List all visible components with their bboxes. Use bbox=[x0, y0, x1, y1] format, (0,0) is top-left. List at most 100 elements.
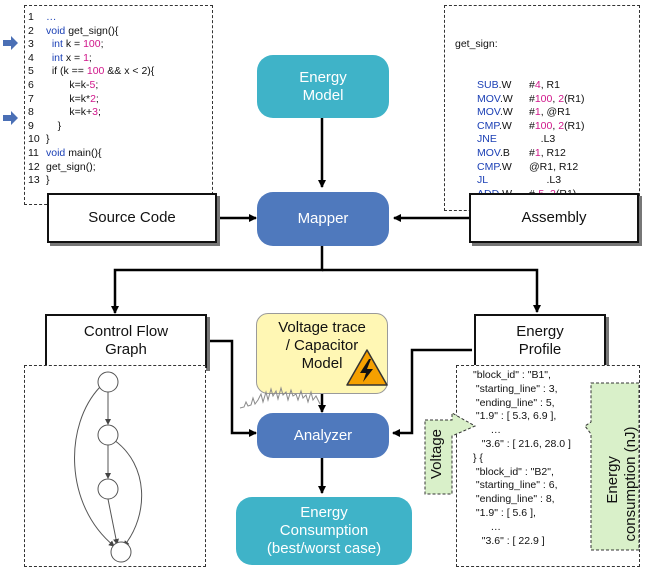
cfg-node bbox=[97, 371, 119, 393]
line-number: 13 bbox=[28, 174, 40, 187]
source-code-box: Source Code bbox=[47, 193, 217, 243]
code-line: 10} bbox=[28, 133, 212, 147]
line-number: 12 bbox=[28, 160, 40, 173]
assembly-operand: # bbox=[529, 78, 535, 91]
assembly-size: .W bbox=[498, 119, 512, 132]
energy-model-label: Energy Model bbox=[299, 68, 347, 104]
cfg-node bbox=[97, 424, 119, 446]
mapper-label: Mapper bbox=[297, 210, 349, 227]
profile-json-line: } { bbox=[473, 451, 483, 464]
energy-consumption-label: Energy Consumption (best/worst case) bbox=[266, 504, 382, 557]
code-token: } bbox=[46, 174, 50, 187]
energy-callout-label: Energy consumption (nJ) bbox=[604, 426, 639, 542]
code-token: int bbox=[46, 51, 66, 64]
code-token: ; bbox=[88, 51, 92, 64]
code-token: get_sign(){ bbox=[68, 24, 119, 37]
code-token: 1 bbox=[83, 51, 89, 64]
line-number: 8 bbox=[28, 106, 34, 119]
profile-json-line: "ending_line" : 8, bbox=[473, 493, 555, 506]
assembly-operand: 100 bbox=[534, 92, 553, 105]
assembly-operand: 2 bbox=[558, 92, 565, 105]
cfg-label: Control Flow Graph bbox=[83, 323, 169, 358]
source-code-label: Source Code bbox=[88, 209, 176, 226]
code-token: get_sign(); bbox=[46, 160, 96, 173]
assembly-operand: 1 bbox=[534, 146, 541, 159]
profile-json-line: "starting_line" : 6, bbox=[473, 479, 558, 492]
code-token: int bbox=[46, 38, 66, 51]
assembly-line: MOV.B#1, R12 bbox=[455, 147, 639, 161]
assembly-size: .W bbox=[498, 160, 512, 173]
line-number: 2 bbox=[28, 24, 34, 37]
assembly-operand: (R1) bbox=[564, 119, 585, 132]
code-token: k=k+ bbox=[46, 106, 93, 119]
code-token: ; bbox=[97, 106, 101, 119]
assembly-operand: , bbox=[552, 92, 559, 105]
arrow-mapper-to-cfg bbox=[111, 246, 324, 314]
line-number: 11 bbox=[28, 146, 39, 159]
code-line: 5 if (k == 100 && x < 2){ bbox=[28, 65, 212, 79]
assembly-operand: 4 bbox=[534, 78, 541, 91]
code-token: … bbox=[46, 11, 57, 23]
assembly-opcode: CMP bbox=[477, 160, 499, 173]
code-line: 8 k=k+3; bbox=[28, 106, 212, 120]
line-number: 9 bbox=[28, 119, 34, 132]
assembly-line: MOV.W#1, @R1 bbox=[455, 106, 639, 120]
warning-lightning-icon bbox=[346, 349, 388, 386]
cfg-node bbox=[110, 541, 132, 563]
assembly-opcode: JL bbox=[477, 174, 489, 187]
code-token: && x < 2){ bbox=[104, 65, 155, 78]
profile-json-line: "3.6" : [ 21.6, 28.0 ] bbox=[473, 437, 571, 450]
analyzer-label: Analyzer bbox=[293, 426, 353, 444]
code-token: } bbox=[46, 133, 50, 146]
assembly-opcode: MOV bbox=[477, 106, 500, 119]
code-token: void bbox=[46, 24, 69, 37]
code-token: 5 bbox=[89, 78, 96, 91]
assembly-size: .W bbox=[499, 92, 513, 105]
code-line: 4 int x = 1; bbox=[28, 52, 212, 66]
code-line: 13} bbox=[28, 174, 212, 188]
arrow-profile-to-analyzer bbox=[392, 348, 472, 437]
code-token: if (k == bbox=[46, 65, 87, 78]
code-token: main(){ bbox=[68, 146, 102, 159]
assembly-label: Assembly bbox=[521, 209, 587, 226]
assembly-operand: , bbox=[552, 119, 559, 132]
assembly-size: .W bbox=[499, 106, 513, 119]
assembly-line: CMP.W#100, 2(R1) bbox=[455, 120, 639, 134]
line-marker-icons bbox=[3, 36, 18, 125]
line-number: 10 bbox=[28, 133, 40, 146]
assembly-operand: # bbox=[529, 92, 535, 105]
code-token: ; bbox=[95, 92, 99, 105]
code-line: 3 int k = 100; bbox=[28, 38, 212, 52]
code-token: k=k* bbox=[46, 92, 91, 105]
assembly-operand: # bbox=[529, 146, 535, 159]
line-number: 5 bbox=[28, 65, 34, 78]
code-line: 7 k=k*2; bbox=[28, 93, 212, 107]
code-line: 9 } bbox=[28, 120, 212, 134]
assembly-operand: 2 bbox=[558, 119, 565, 132]
line-number: 7 bbox=[28, 92, 34, 105]
assembly-line: JNE .L3 bbox=[455, 133, 639, 147]
code-token: x = bbox=[65, 51, 84, 64]
profile-json-line: "starting_line" : 3, bbox=[473, 382, 558, 395]
code-line: 6 k=k-5; bbox=[28, 79, 212, 93]
assembly-operand: .L3 bbox=[529, 174, 562, 187]
code-line: 12 get_sign(); bbox=[28, 161, 212, 175]
code-line: 2 void get_sign(){ bbox=[28, 25, 212, 39]
cfg-graph bbox=[74, 371, 143, 563]
assembly-operand: @R1, R12 bbox=[529, 160, 579, 173]
assembly-line: MOV.W#100, 2(R1) bbox=[455, 93, 639, 107]
code-token: 3 bbox=[92, 106, 98, 119]
assembly-box: Assembly bbox=[469, 193, 639, 243]
assembly-operand: .L3 bbox=[529, 133, 556, 146]
profile-json-line: "1.9" : [ 5.3, 6.9 ], bbox=[473, 410, 557, 423]
assembly-operand: (R1) bbox=[564, 92, 585, 105]
arrow-mapper-to-profile bbox=[322, 268, 541, 313]
assembly-opcode: CMP bbox=[477, 119, 499, 132]
line-number: 4 bbox=[28, 51, 34, 64]
code-token: 100 bbox=[83, 38, 101, 51]
assembly-size: .W bbox=[498, 78, 512, 91]
source-code-listing: 1 … 2 void get_sign(){3 int k = 100;4 int x… bbox=[24, 5, 213, 205]
mapper-node: Mapper bbox=[257, 192, 389, 246]
